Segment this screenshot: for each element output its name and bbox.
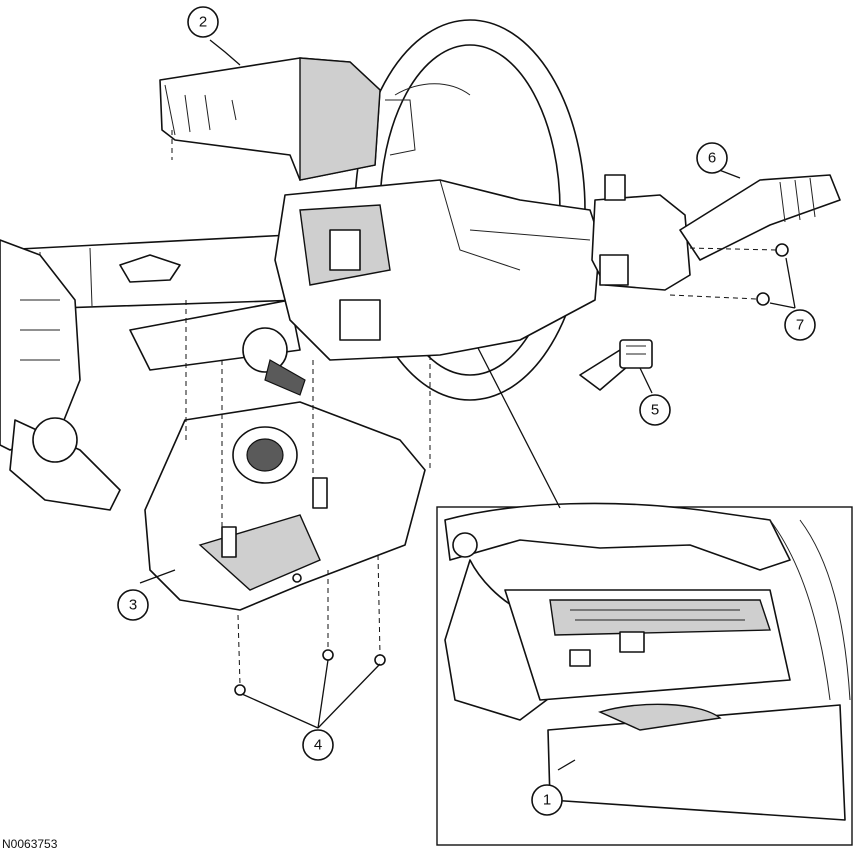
callout-7-label: 7	[796, 317, 804, 334]
electrical-connector	[579, 339, 653, 391]
callout-4: 4	[302, 729, 334, 761]
callout-3-label: 3	[129, 597, 137, 614]
figure-id: N0063753	[2, 837, 58, 851]
lower-steering-column-shroud	[144, 401, 426, 611]
callout-6-label: 6	[708, 150, 716, 167]
callout-5: 5	[639, 394, 671, 426]
callout-3: 3	[117, 589, 149, 621]
column-switch-assembly	[242, 179, 601, 396]
leader-lines	[139, 39, 796, 771]
inset-detail-view	[436, 502, 853, 846]
callout-2-label: 2	[199, 14, 207, 31]
instrument-panel-structure	[0, 239, 121, 511]
upper-steering-column-shroud	[159, 57, 416, 181]
callout-2: 2	[187, 6, 219, 38]
callout-6: 6	[696, 142, 728, 174]
multifunction-switch	[591, 174, 841, 291]
screws-item-4	[234, 554, 386, 696]
callout-4-label: 4	[314, 737, 322, 754]
screws-item-7	[669, 243, 789, 306]
callout-1-label: 1	[543, 792, 551, 809]
alignment-dash-lines	[171, 130, 431, 527]
callout-7: 7	[784, 309, 816, 341]
callout-1: 1	[531, 784, 563, 816]
callout-5-label: 5	[651, 402, 659, 419]
